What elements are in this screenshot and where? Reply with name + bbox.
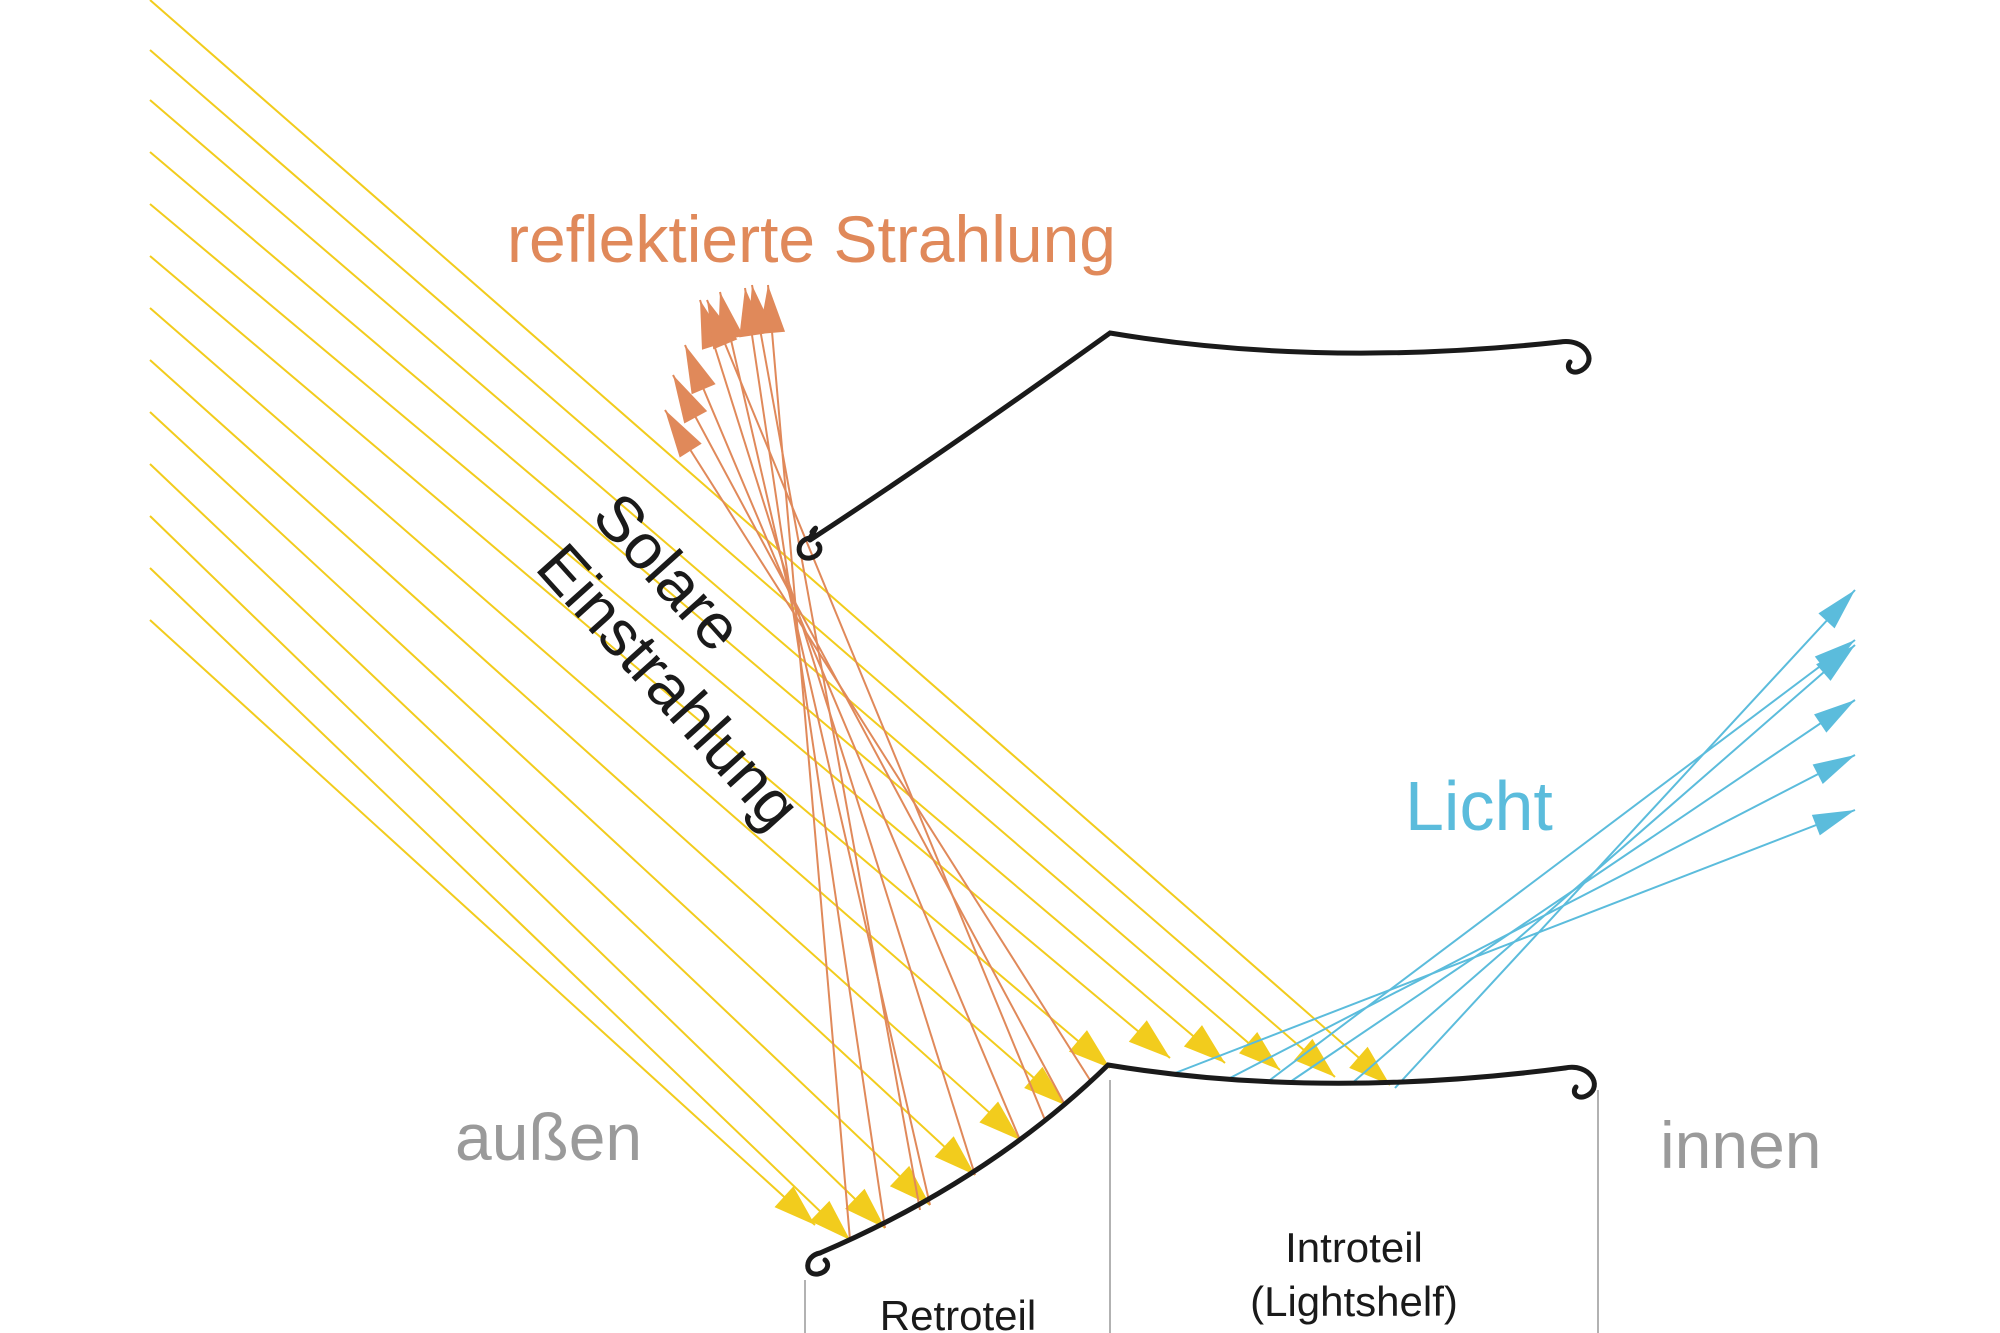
light-ray-arrowhead <box>1818 590 1855 629</box>
incident-ray <box>149 0 1391 1086</box>
reflected-ray <box>719 291 931 1206</box>
upper-slat-profile <box>807 330 1563 543</box>
reflected-ray-arrowhead <box>685 345 716 395</box>
upper-slat-right-hook <box>1557 339 1592 375</box>
incident-ray <box>149 411 976 1176</box>
incident-ray-arrowhead <box>1068 1030 1110 1068</box>
incident-ray-arrowhead <box>889 1165 930 1205</box>
incident-ray-arrowhead <box>934 1136 975 1175</box>
incident-ray-arrowhead <box>774 1186 815 1225</box>
reflected-ray-arrowhead <box>707 300 738 350</box>
lower-slat-left-hook <box>805 1250 831 1277</box>
reflected-ray-arrowhead <box>665 410 702 458</box>
incident-ray <box>149 99 1281 1071</box>
incident-ray <box>149 203 1171 1059</box>
reflected-rays <box>664 284 1091 1241</box>
lower-slat-right-hook <box>1562 1064 1597 1100</box>
light-ray <box>1349 644 1856 1086</box>
lower-slat-profile <box>817 1062 1568 1256</box>
incident-ray-arrowhead <box>1349 1046 1390 1085</box>
incident-ray <box>149 359 1021 1141</box>
light-ray-arrowhead <box>1814 640 1855 675</box>
incident-ray-arrowhead <box>810 1200 850 1240</box>
incident-ray-arrowhead <box>979 1101 1020 1140</box>
light-ray-arrowhead <box>1812 755 1855 785</box>
label-reflected-radiation: reflektierte Strahlung <box>507 202 1116 276</box>
light-ray <box>1269 639 1856 1081</box>
incident-ray-arrowhead <box>1183 1025 1225 1063</box>
reflected-ray <box>672 374 1066 1106</box>
incident-ray <box>149 619 816 1226</box>
incident-ray <box>149 463 931 1206</box>
light-ray-arrowhead <box>1814 700 1855 733</box>
upper-slat-left-hook <box>796 535 823 561</box>
incident-ray-arrowhead <box>1024 1066 1065 1105</box>
label-intro-part-line2: (Lightshelf) <box>1250 1278 1458 1325</box>
label-light: Licht <box>1405 767 1553 845</box>
incident-ray <box>149 49 1336 1078</box>
label-retro-part: Retroteil <box>880 1292 1036 1333</box>
reflected-ray-arrowhead <box>747 285 774 335</box>
incident-ray-arrowhead <box>1294 1038 1335 1077</box>
incident-ray <box>149 307 1066 1106</box>
reflected-ray <box>684 344 1021 1141</box>
light-ray <box>1394 589 1856 1089</box>
incident-ray <box>149 255 1111 1069</box>
incident-ray <box>149 515 886 1229</box>
label-outside: außen <box>455 1100 642 1174</box>
reflected-ray <box>699 299 976 1176</box>
incident-ray <box>149 567 851 1241</box>
incident-solar-rays <box>149 0 1391 1241</box>
incident-ray-arrowhead <box>1128 1020 1170 1058</box>
reflected-ray-arrowhead <box>673 375 708 424</box>
reflected-ray <box>664 409 1091 1081</box>
incident-ray-arrowhead <box>1239 1032 1280 1070</box>
incident-ray-arrowhead <box>845 1188 885 1228</box>
incident-ray <box>149 151 1226 1064</box>
redirected-light-rays <box>1169 589 1856 1089</box>
reflected-ray <box>706 299 1046 1121</box>
light-ray-arrowhead <box>1811 810 1855 836</box>
label-intro-part-line1: Introteil <box>1285 1224 1423 1271</box>
reflected-ray <box>751 284 921 1211</box>
label-inside: innen <box>1660 1108 1822 1182</box>
reflected-ray <box>744 287 886 1229</box>
